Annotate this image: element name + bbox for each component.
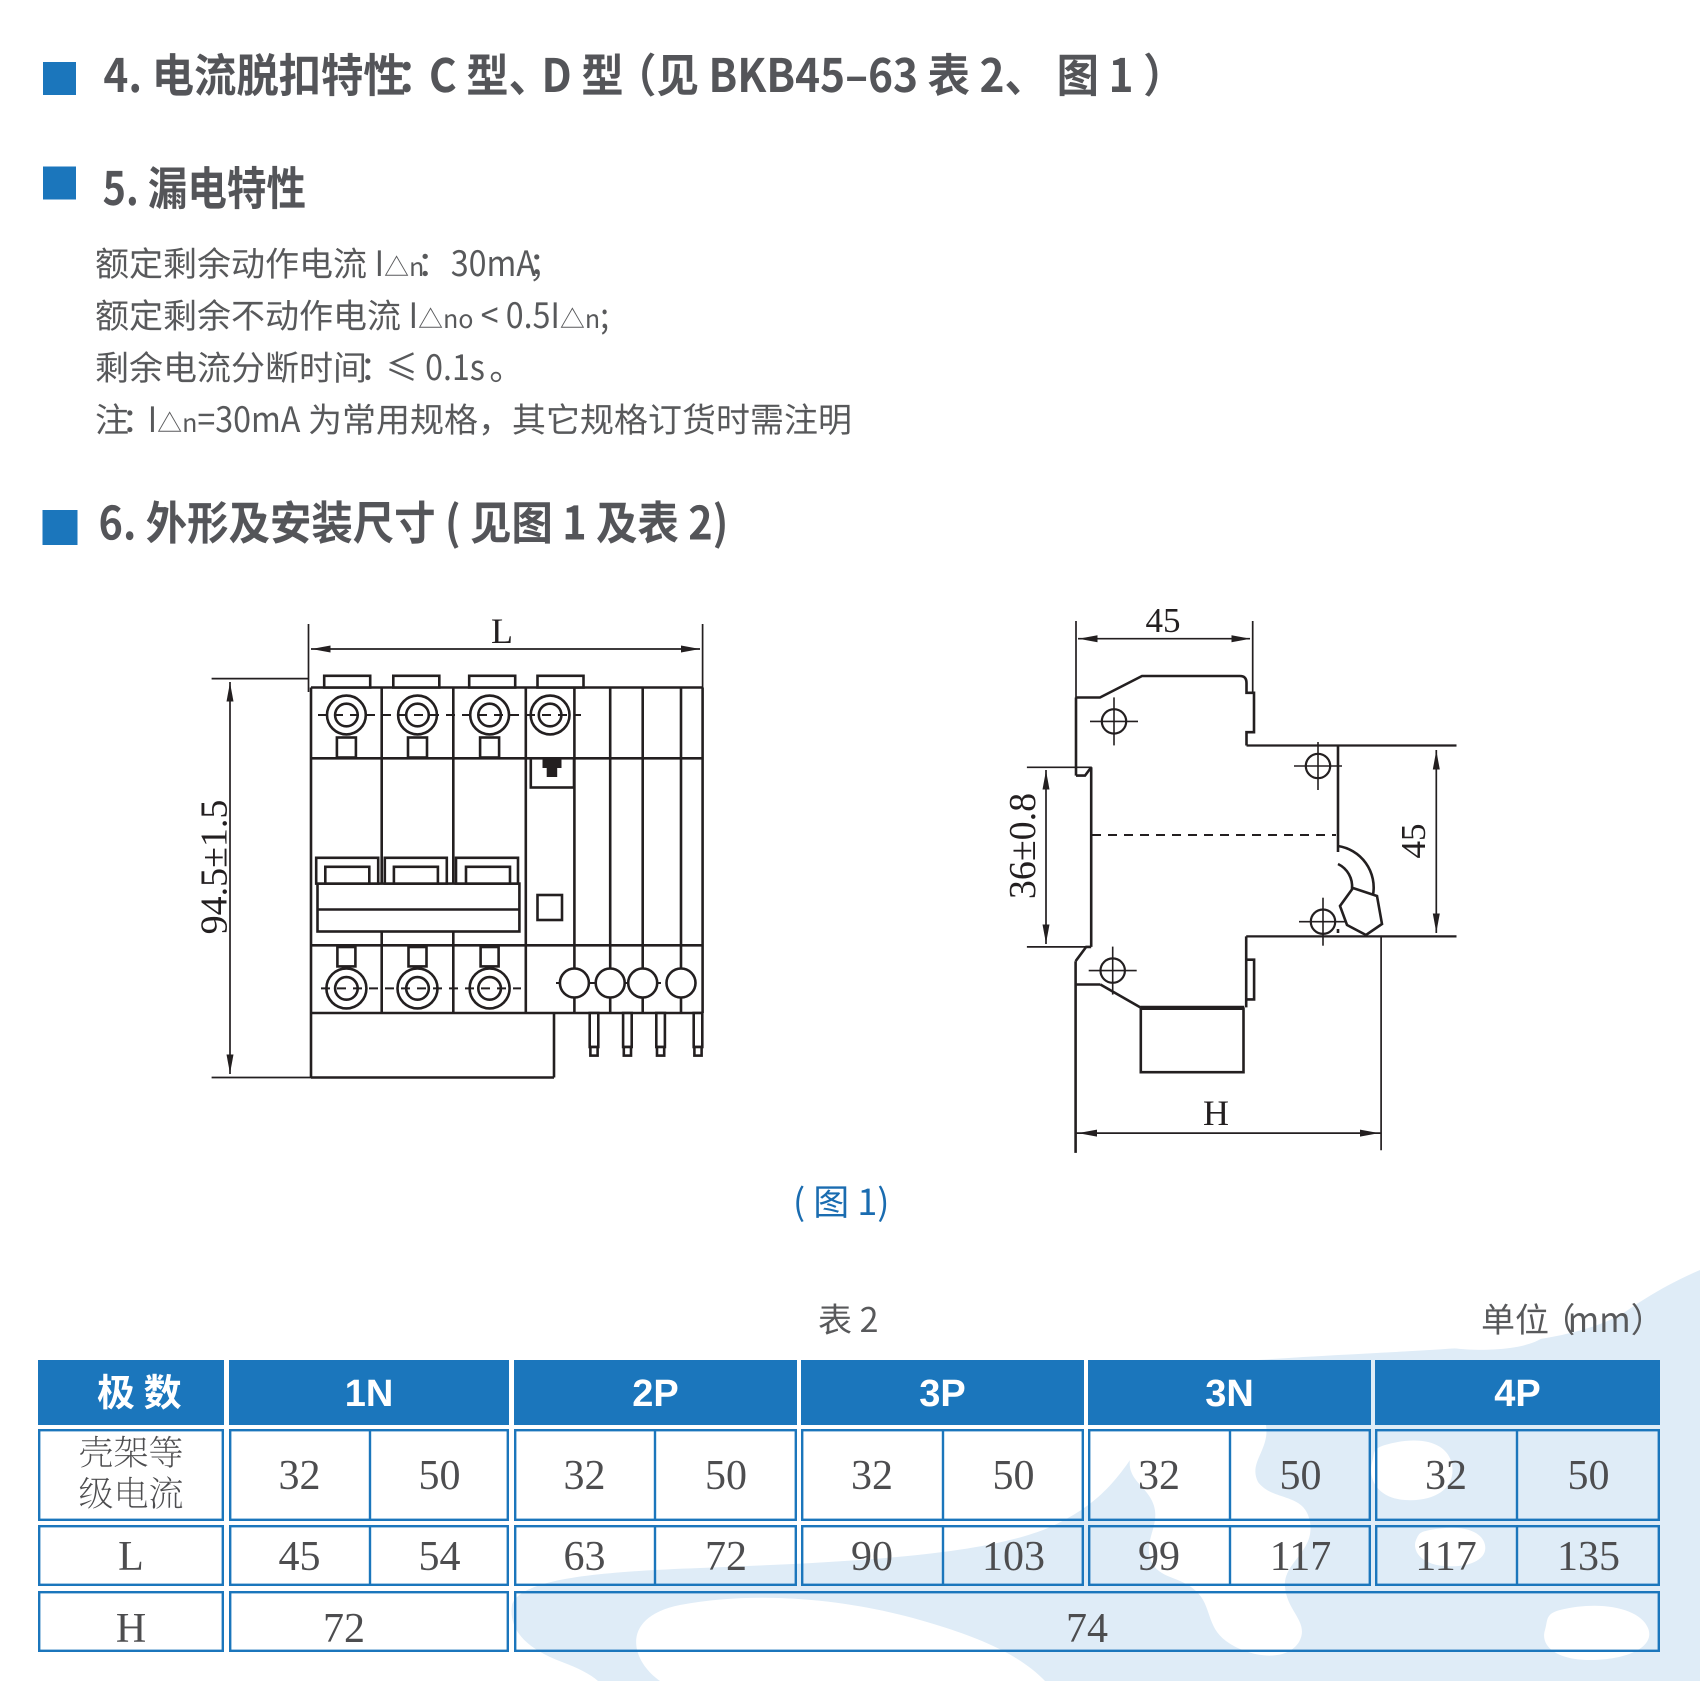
svg-text:L: L [118, 1534, 144, 1580]
svg-text:50: 50 [419, 1453, 461, 1499]
svg-text:H: H [116, 1606, 146, 1652]
svg-text:50: 50 [705, 1453, 747, 1499]
svg-text:99: 99 [1138, 1534, 1180, 1580]
svg-text:90: 90 [851, 1534, 893, 1580]
svg-text:3P: 3P [919, 1373, 965, 1415]
svg-text:36±0.8: 36±0.8 [1002, 793, 1044, 899]
svg-text:3N: 3N [1205, 1373, 1254, 1415]
svg-text:45: 45 [279, 1534, 321, 1580]
svg-text:32: 32 [564, 1453, 606, 1499]
svg-text:4P: 4P [1494, 1373, 1540, 1415]
svg-text:103: 103 [982, 1534, 1045, 1580]
svg-text:32: 32 [1425, 1453, 1467, 1499]
svg-text:50: 50 [1568, 1453, 1610, 1499]
svg-text:L: L [491, 611, 513, 651]
svg-text:72: 72 [323, 1606, 365, 1652]
svg-text:50: 50 [1280, 1453, 1322, 1499]
svg-text:94.5±1.5: 94.5±1.5 [194, 800, 236, 935]
svg-text:32: 32 [851, 1453, 893, 1499]
svg-text:72: 72 [705, 1534, 747, 1580]
svg-text:117: 117 [1415, 1534, 1476, 1580]
svg-text:117: 117 [1270, 1534, 1331, 1580]
svg-text:2P: 2P [632, 1373, 678, 1415]
svg-text:32: 32 [279, 1453, 321, 1499]
svg-text:32: 32 [1138, 1453, 1180, 1499]
svg-text:45: 45 [1394, 824, 1433, 859]
svg-text:50: 50 [993, 1453, 1035, 1499]
svg-text:63: 63 [564, 1534, 606, 1580]
svg-text:H: H [1203, 1093, 1229, 1133]
svg-text:54: 54 [419, 1534, 461, 1580]
svg-text:1N: 1N [345, 1373, 394, 1415]
svg-text:135: 135 [1557, 1534, 1620, 1580]
svg-text:74: 74 [1066, 1606, 1108, 1652]
svg-text:45: 45 [1146, 601, 1181, 640]
